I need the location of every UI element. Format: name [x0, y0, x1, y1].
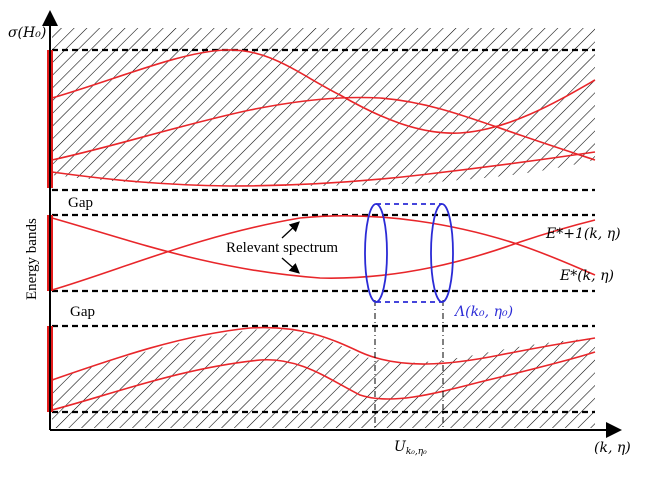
upper-band-curves — [51, 49, 596, 187]
upper-band-continuum — [52, 28, 595, 186]
gap-lower-label: Gap — [70, 304, 95, 320]
e-star-label: E*(k, η) — [559, 268, 614, 284]
relevant-spectrum-curves — [51, 215, 596, 291]
y-axis-label: σ(H₀) — [8, 25, 46, 41]
u-label: Uk₀,η₀ — [394, 439, 427, 457]
lambda-label: Λ(k₀, η₀) — [453, 304, 513, 320]
e-star-plus-1-label: E*+1(k, η) — [545, 226, 621, 242]
lower-band-continuum — [52, 329, 595, 428]
relevant-spectrum-label: Relevant spectrum — [226, 240, 338, 256]
relevant-spectrum-arrows — [281, 221, 300, 274]
lower-band-curves — [51, 326, 596, 411]
axes — [42, 10, 622, 438]
energy-bands-label: Energy bands — [24, 218, 40, 300]
gap-upper-label: Gap — [68, 195, 93, 211]
u-region-guides — [374, 300, 444, 430]
x-axis-label: (k, η) — [594, 440, 631, 456]
lambda-cylinder — [364, 203, 454, 303]
band-boundaries — [52, 48, 595, 414]
